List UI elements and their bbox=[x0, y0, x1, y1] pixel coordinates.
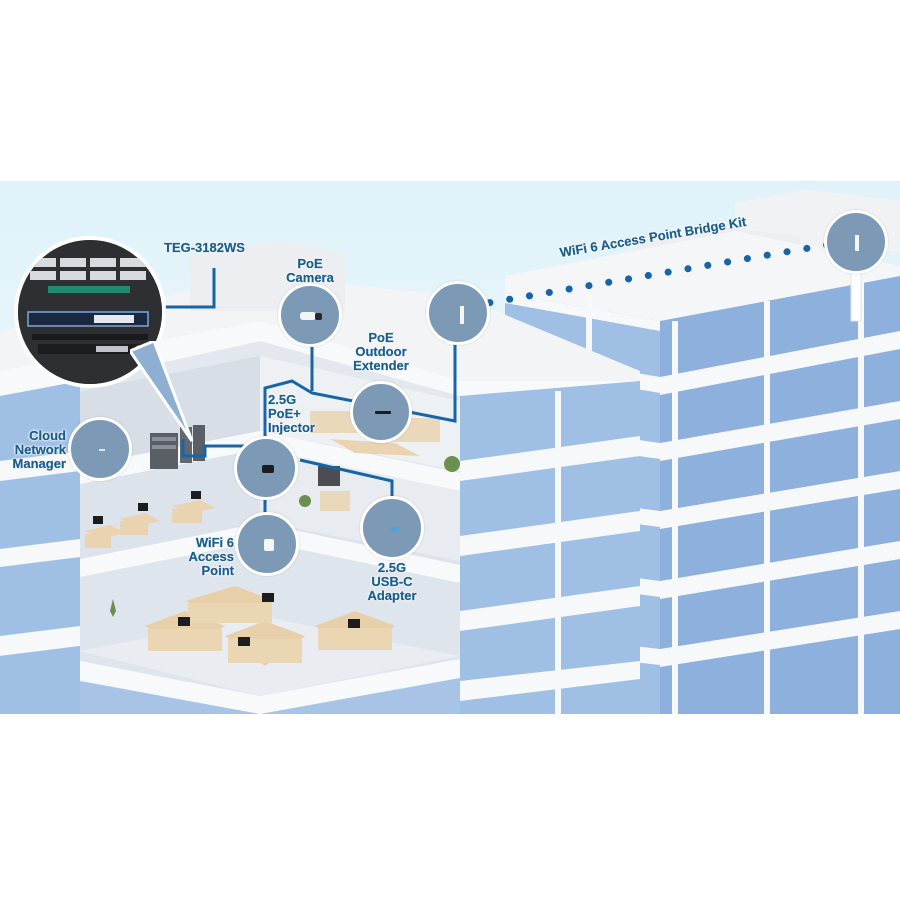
cloud-network-manager-label: Cloud Network Manager bbox=[4, 428, 66, 471]
extender-label-line1: PoE bbox=[368, 330, 394, 345]
building-backdrop bbox=[0, 189, 900, 714]
poe-injector-bubble bbox=[234, 436, 298, 500]
switch-label: TEG-3182WS bbox=[164, 240, 245, 255]
bridge-antenna-icon bbox=[855, 235, 859, 251]
poe-camera-bubble bbox=[278, 283, 342, 347]
bridge-antenna-icon bbox=[460, 306, 464, 324]
injector-label-line1: 2.5G bbox=[268, 392, 297, 407]
usb-c-adapter-bubble bbox=[360, 496, 424, 560]
cloud-manager-device-icon bbox=[99, 449, 105, 451]
magnifier-pointer bbox=[130, 341, 194, 442]
poe-camera-label: PoE Camera bbox=[278, 256, 342, 285]
extender-device-icon bbox=[375, 411, 391, 414]
ap-label-line1: WiFi 6 bbox=[195, 535, 234, 550]
poe-outdoor-extender-label: PoE Outdoor Extender bbox=[346, 330, 416, 373]
wifi6-access-point-label: WiFi 6 Access Point bbox=[180, 535, 234, 578]
bridge-near-bubble bbox=[426, 281, 490, 345]
usb-adapter-icon bbox=[391, 527, 399, 532]
usb-label-line2: USB-C bbox=[371, 574, 413, 589]
poe-camera-label-line2: Camera bbox=[286, 270, 334, 285]
access-point-icon bbox=[264, 539, 274, 551]
cloud-label-line1: Cloud bbox=[29, 428, 66, 443]
extender-label-line2: Outdoor bbox=[355, 344, 407, 359]
injector-device-icon bbox=[262, 465, 274, 473]
bridge-far-bubble bbox=[824, 210, 888, 274]
wifi6-access-point-bubble bbox=[235, 512, 299, 576]
usb-c-adapter-label: 2.5G USB-C Adapter bbox=[360, 560, 424, 603]
usb-label-line3: Adapter bbox=[367, 588, 417, 603]
ap-label-line3: Point bbox=[201, 563, 234, 578]
usb-label-line1: 2.5G bbox=[377, 560, 407, 575]
injector-label-line2: PoE+ bbox=[268, 406, 301, 421]
bullet-camera-icon bbox=[300, 312, 322, 320]
extender-label-line3: Extender bbox=[353, 358, 409, 373]
cloud-label-line3: Manager bbox=[12, 456, 66, 471]
poe-outdoor-extender-bubble bbox=[350, 381, 412, 443]
poe-injector-label: 2.5G PoE+ Injector bbox=[268, 392, 315, 435]
cloud-network-manager-bubble bbox=[68, 417, 132, 481]
poe-camera-label-line1: PoE bbox=[297, 256, 323, 271]
ap-label-line2: Access bbox=[188, 549, 234, 564]
cloud-label-line2: Network bbox=[14, 442, 66, 457]
injector-label-line3: Injector bbox=[268, 420, 315, 435]
network-illustration: TEG-3182WS PoE Camera PoE Outdoor Extend… bbox=[0, 181, 900, 714]
